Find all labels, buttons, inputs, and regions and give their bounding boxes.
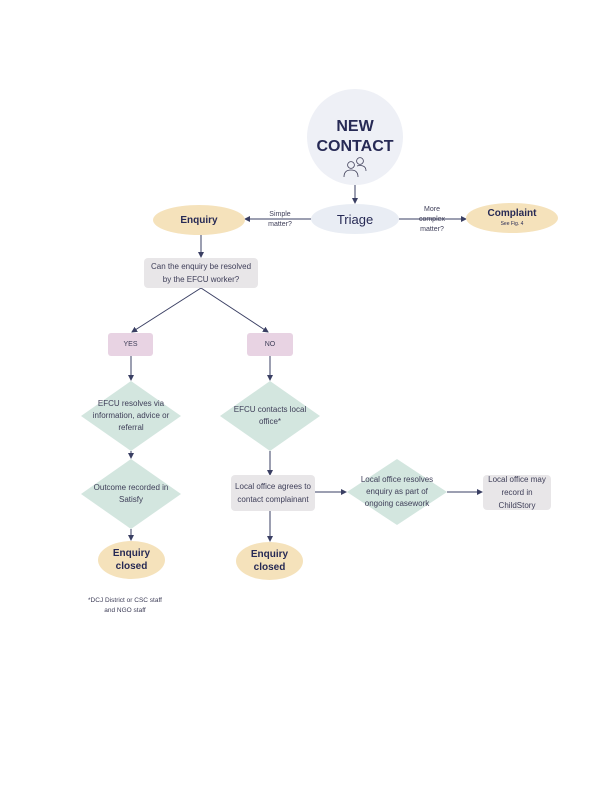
diamond-outcome <box>81 459 181 529</box>
triage-ellipse <box>311 204 399 234</box>
diamond-efcu-resolves <box>81 381 181 451</box>
diamond-efcu-contacts <box>220 381 320 451</box>
complex-matter-label: More complex matter? <box>418 206 446 233</box>
enquiry-closed-left: Enquiry closed <box>98 541 165 579</box>
see-fig-note: See Fig. 4 <box>500 221 524 227</box>
local-agrees-box: Local office agrees to contact complaina… <box>231 475 315 511</box>
new-contact-circle <box>307 89 403 185</box>
triage-label: Triage <box>336 211 374 227</box>
footnote: *DCJ District or CSC staff and NGO staff <box>88 597 162 614</box>
question-box: Can the enquiry be resolved by the EFCU … <box>144 258 258 288</box>
outcome-label: Outcome recorded in Satisfy <box>93 483 169 504</box>
enquiry-closed-right: Enquiry closed <box>236 542 303 580</box>
enquiry-node: Enquiry <box>153 205 245 235</box>
efcu-resolves-label: EFCU resolves via information, advice or… <box>92 399 170 432</box>
yes-box: YES <box>108 333 153 356</box>
efcu-contacts-label: EFCU contacts local office* <box>233 405 307 426</box>
local-resolves-label: Local office resolves enquiry as part of… <box>360 475 434 508</box>
people-icon <box>343 157 367 178</box>
local-may-box: Local office may record in ChildStory <box>483 475 551 510</box>
diamond-local-resolves <box>347 459 447 525</box>
no-box: NO <box>247 333 293 356</box>
simple-matter-label: Simple matter? <box>268 211 292 228</box>
new-contact-title: NEW CONTACT <box>316 118 394 155</box>
complaint-title: Complaint <box>487 208 537 219</box>
complaint-node: Complaint See Fig. 4 <box>466 203 558 233</box>
